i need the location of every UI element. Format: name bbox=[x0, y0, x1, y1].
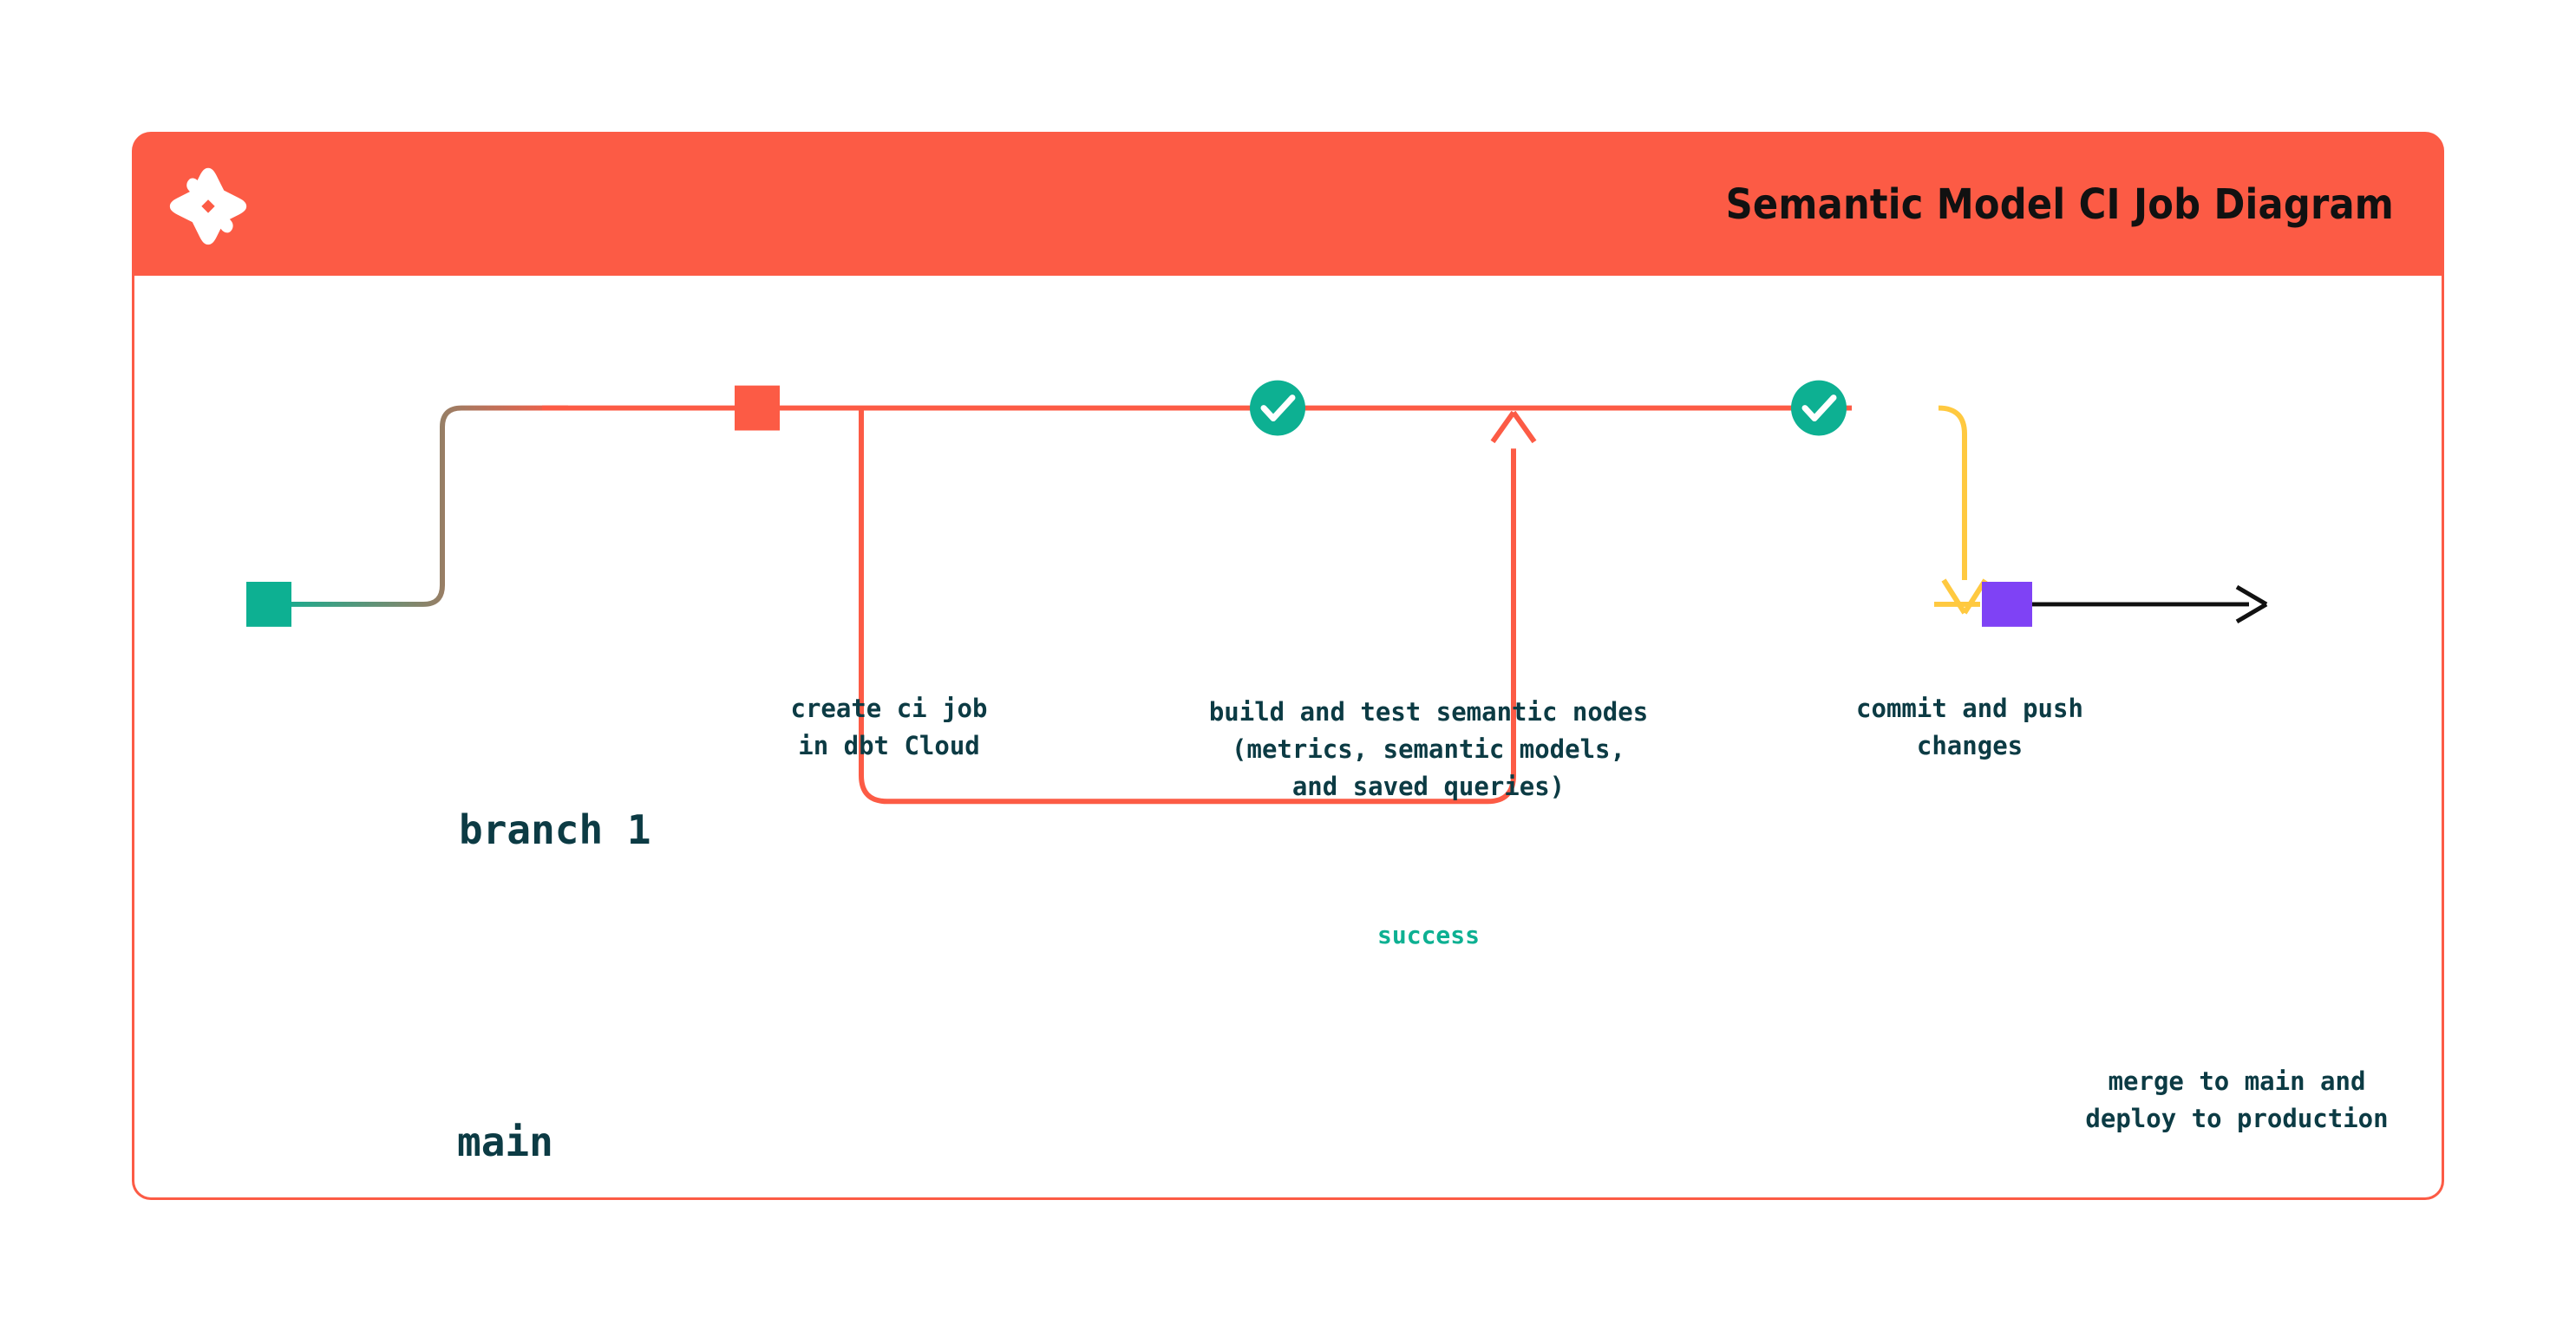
node-caption-build-and-test: build and test semantic nodes (metrics, … bbox=[1208, 697, 1649, 801]
edge-label-success: success bbox=[1363, 921, 1494, 949]
node-caption-commit-and-push: commit and push changes bbox=[1856, 694, 2083, 760]
node-marker-commit-and-push bbox=[1791, 380, 1847, 436]
node-marker-main-start bbox=[246, 582, 291, 627]
page-title: Semantic Model CI Job Diagram bbox=[1725, 180, 2394, 229]
node-caption-merge-to-main: merge to main and deploy to production bbox=[2085, 1066, 2389, 1133]
node-marker-merge-to-main bbox=[1982, 582, 2032, 627]
card-body: branch 1 main create ci job in dbt Cloud… bbox=[132, 276, 2444, 1200]
lane-label-branch1: branch 1 bbox=[459, 806, 651, 853]
node-caption-create-ci-job: create ci job in dbt Cloud bbox=[790, 694, 988, 760]
diagram-card: Semantic Model CI Job Diagram bbox=[132, 132, 2444, 1200]
success-retry-loop bbox=[859, 408, 1537, 805]
main-continue-arrow bbox=[2032, 584, 2268, 624]
dbt-logo-icon bbox=[169, 167, 247, 245]
card-header: Semantic Model CI Job Diagram bbox=[132, 132, 2444, 277]
ci-job-diagram bbox=[246, 380, 2268, 805]
merge-edge-path bbox=[1934, 405, 1988, 615]
node-marker-build-and-test bbox=[1250, 380, 1305, 436]
node-marker-create-ci-job bbox=[735, 385, 780, 431]
branch-split-path bbox=[269, 405, 568, 607]
lane-label-main: main bbox=[457, 1119, 553, 1165]
